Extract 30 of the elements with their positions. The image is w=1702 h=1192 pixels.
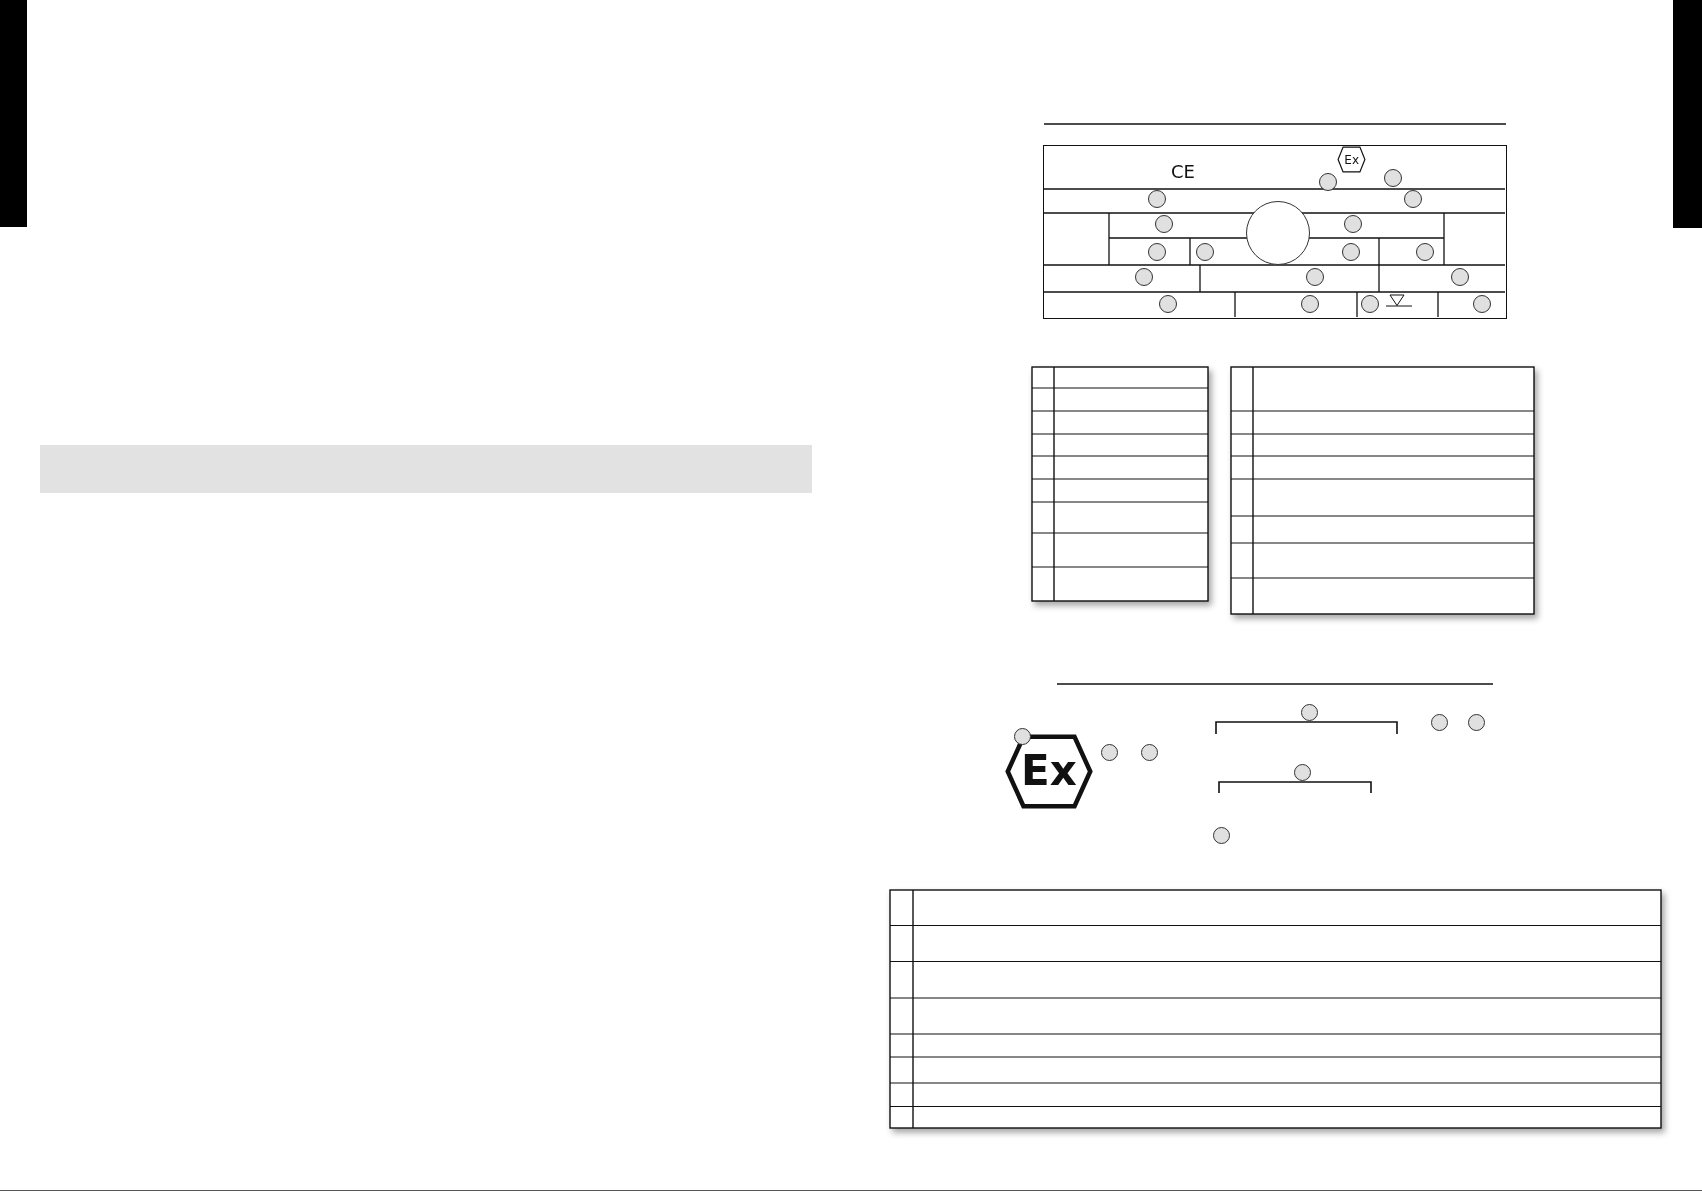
ex-hexagon-mark <box>1337 146 1367 174</box>
callout-marker-icon <box>1305 267 1324 286</box>
callout-marker-icon <box>1100 743 1118 761</box>
conformity-mark-text: CE <box>1171 163 1195 181</box>
callout-marker-icon <box>1467 713 1485 731</box>
ex-hexagon-mark <box>1005 733 1093 809</box>
ex-mark-text: Ex <box>1021 750 1077 792</box>
callout-marker-icon <box>1134 267 1153 286</box>
callout-marker-icon <box>1341 242 1360 261</box>
callout-marker-icon <box>1472 294 1491 313</box>
callout-marker-icon <box>1300 703 1318 721</box>
callout-marker-icon <box>1140 743 1158 761</box>
callout-marker-icon <box>1415 242 1434 261</box>
callout-marker-icon <box>1450 267 1469 286</box>
callout-marker-icon <box>1300 294 1319 313</box>
ex-mark-text: Ex <box>1344 153 1360 166</box>
callout-marker-icon <box>1212 826 1230 844</box>
callout-marker-icon <box>1154 214 1173 233</box>
callout-marker-icon <box>1195 242 1214 261</box>
callout-marker-icon <box>1383 168 1402 187</box>
callout-marker-icon <box>1318 172 1337 191</box>
callout-marker-icon <box>1147 242 1166 261</box>
nameplate <box>1043 145 1507 319</box>
callout-marker-icon <box>1360 294 1379 313</box>
callout-marker-icon <box>1158 294 1177 313</box>
callout-marker-icon <box>1430 713 1448 731</box>
shaded-band <box>40 445 812 493</box>
callout-marker-icon <box>1293 763 1311 781</box>
callout-marker-icon <box>1343 214 1362 233</box>
callout-marker-icon <box>1013 727 1031 745</box>
